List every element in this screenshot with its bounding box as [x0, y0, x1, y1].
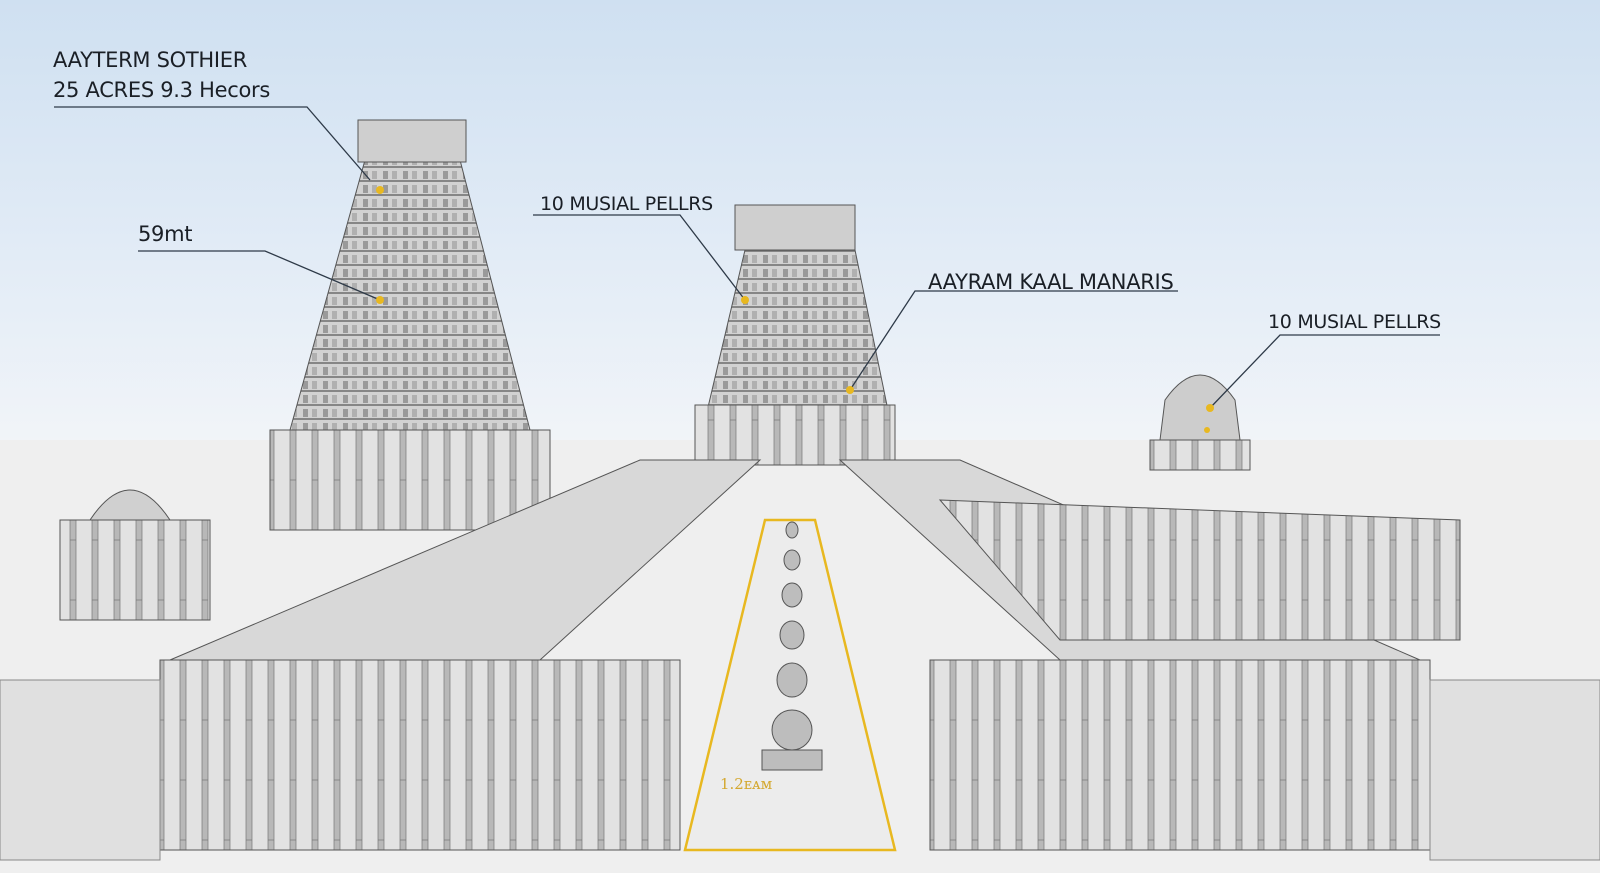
corridor-measure-label: 1.2ᴇᴀᴍ: [720, 775, 773, 793]
site-name-label: AAYTERM SOTHIER: [53, 48, 248, 72]
left-gopuram: [269, 119, 551, 531]
site-area-label: 25 ACRES 9.3 Hecors: [53, 78, 270, 102]
center-tower-label: 10 MUSIAL PELLRS: [540, 193, 713, 215]
right-shrine-label: 10 MUSIAL PELLRS: [1268, 311, 1441, 333]
pillar-row: [761, 521, 823, 771]
tower-height-label: 59mt: [138, 222, 193, 246]
right-shrine: [1149, 374, 1251, 471]
center-gopuram: [694, 204, 896, 466]
marker-dots: [376, 186, 1214, 433]
front-wall-left: [159, 659, 681, 851]
hall-label: AAYRAM KAAL MANARIS: [928, 270, 1174, 294]
leader-lines: [54, 106, 1440, 409]
front-wall-right: [929, 659, 1431, 851]
left-mandapam: [89, 489, 171, 521]
